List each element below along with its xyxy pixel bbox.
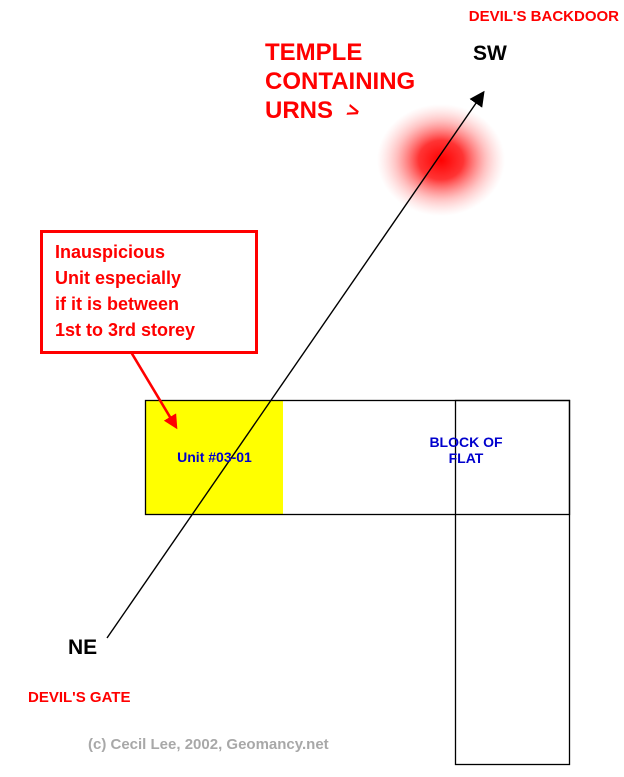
callout-line1: Inauspicious xyxy=(55,242,166,262)
unit-03-01-label: Unit #03-01 xyxy=(177,449,252,465)
block-of-flat-line1: BLOCK OF xyxy=(429,434,503,450)
temple-glow-spot xyxy=(377,104,505,216)
temple-line1: TEMPLE xyxy=(265,39,363,66)
callout-line3: if it is between xyxy=(55,294,180,314)
compass-ne-label: NE xyxy=(68,636,98,659)
temple-line3: URNS > xyxy=(265,96,415,126)
temple-line2: CONTAINING xyxy=(265,68,416,95)
temple-containing-urns-label: TEMPLE CONTAINING URNS > xyxy=(265,38,415,126)
temple-pointer-icon: > xyxy=(343,98,363,125)
temple-line3-text: URNS xyxy=(265,97,334,124)
devils-gate-label: DEVIL'S GATE xyxy=(28,689,131,706)
ne-sw-sight-line-arrow xyxy=(106,90,485,639)
devils-backdoor-label: DEVIL'S BACKDOOR xyxy=(468,8,619,25)
copyright-text: (c) Cecil Lee, 2002, Geomancy.net xyxy=(88,736,329,753)
callout-pointer-arrow xyxy=(126,346,178,430)
block-of-flat-label: BLOCK OF FLAT xyxy=(414,434,518,466)
callout-line2: Unit especially xyxy=(55,268,182,288)
compass-sw-label: SW xyxy=(473,42,507,65)
inauspicious-callout-box: Inauspicious Unit especially if it is be… xyxy=(40,230,258,354)
block-of-flat-line2: FLAT xyxy=(448,450,484,466)
block-vertical-outline xyxy=(454,399,571,766)
callout-line4: 1st to 3rd storey xyxy=(55,320,196,340)
